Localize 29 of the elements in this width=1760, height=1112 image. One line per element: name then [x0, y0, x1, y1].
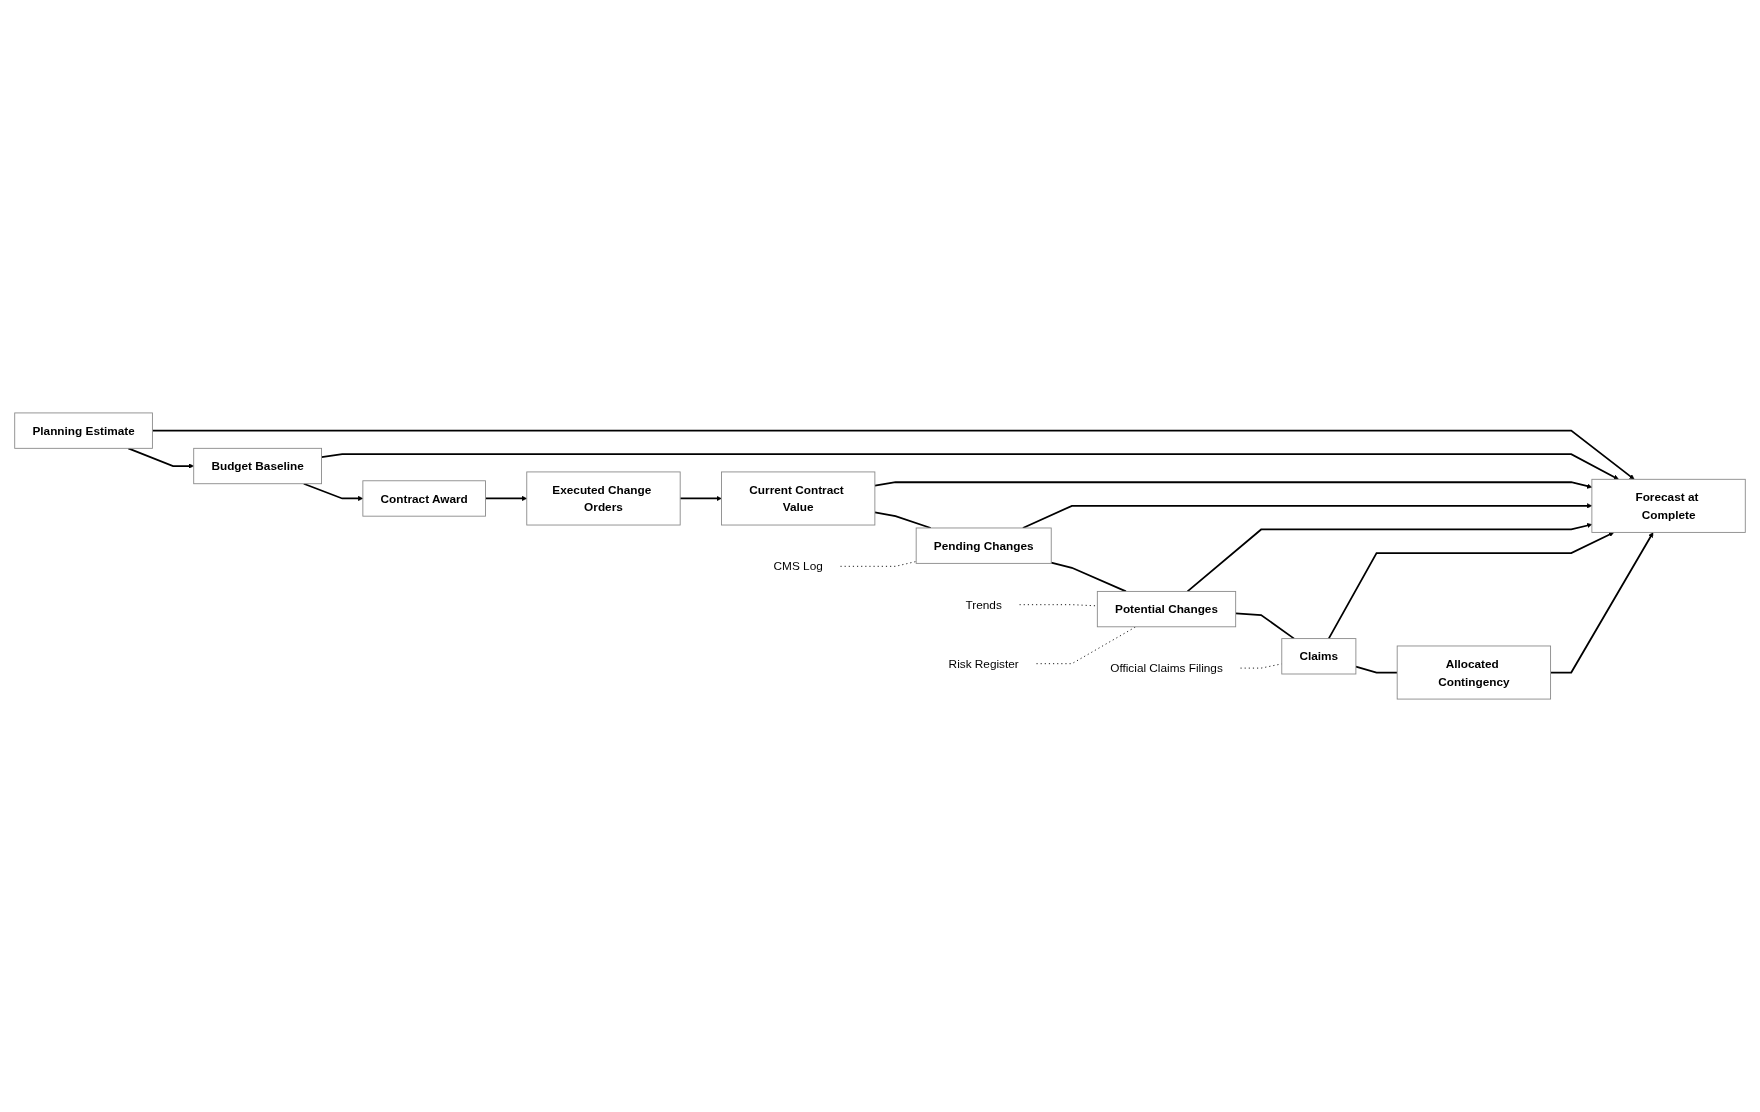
- connector: [1234, 612, 1295, 640]
- node-text: CMS Log: [773, 559, 823, 573]
- node-box: Current Contract Value: [721, 471, 876, 526]
- node-box: Claims: [1281, 638, 1357, 675]
- arrow: [151, 429, 1635, 480]
- node-text: Trends: [965, 598, 1002, 612]
- connector: [1036, 626, 1137, 665]
- arrow: [1022, 503, 1593, 529]
- connector: [1355, 665, 1399, 674]
- node-box: Potential Changes: [1096, 590, 1237, 628]
- arrow: [679, 495, 722, 502]
- arrow: [1549, 532, 1654, 674]
- node-box: Pending Changes: [915, 527, 1052, 564]
- node-text: Official Claims Filings: [1110, 661, 1223, 675]
- node-text: Risk Register: [948, 657, 1019, 671]
- node-box: Forecast at Complete: [1591, 478, 1746, 533]
- node-box: Executed Change Orders: [526, 471, 681, 526]
- arrow: [484, 495, 527, 502]
- node-box: Budget Baseline: [193, 447, 322, 485]
- node-box: Planning Estimate: [14, 412, 153, 449]
- arrow: [320, 453, 1619, 480]
- arrow: [1327, 532, 1615, 640]
- arrow: [127, 447, 194, 469]
- connector: [1050, 561, 1127, 593]
- node-box: Allocated Contingency: [1396, 645, 1551, 700]
- node-box: Contract Award: [362, 480, 486, 517]
- arrow: [874, 481, 1593, 489]
- arrow: [302, 482, 364, 502]
- arrow: [1186, 523, 1593, 593]
